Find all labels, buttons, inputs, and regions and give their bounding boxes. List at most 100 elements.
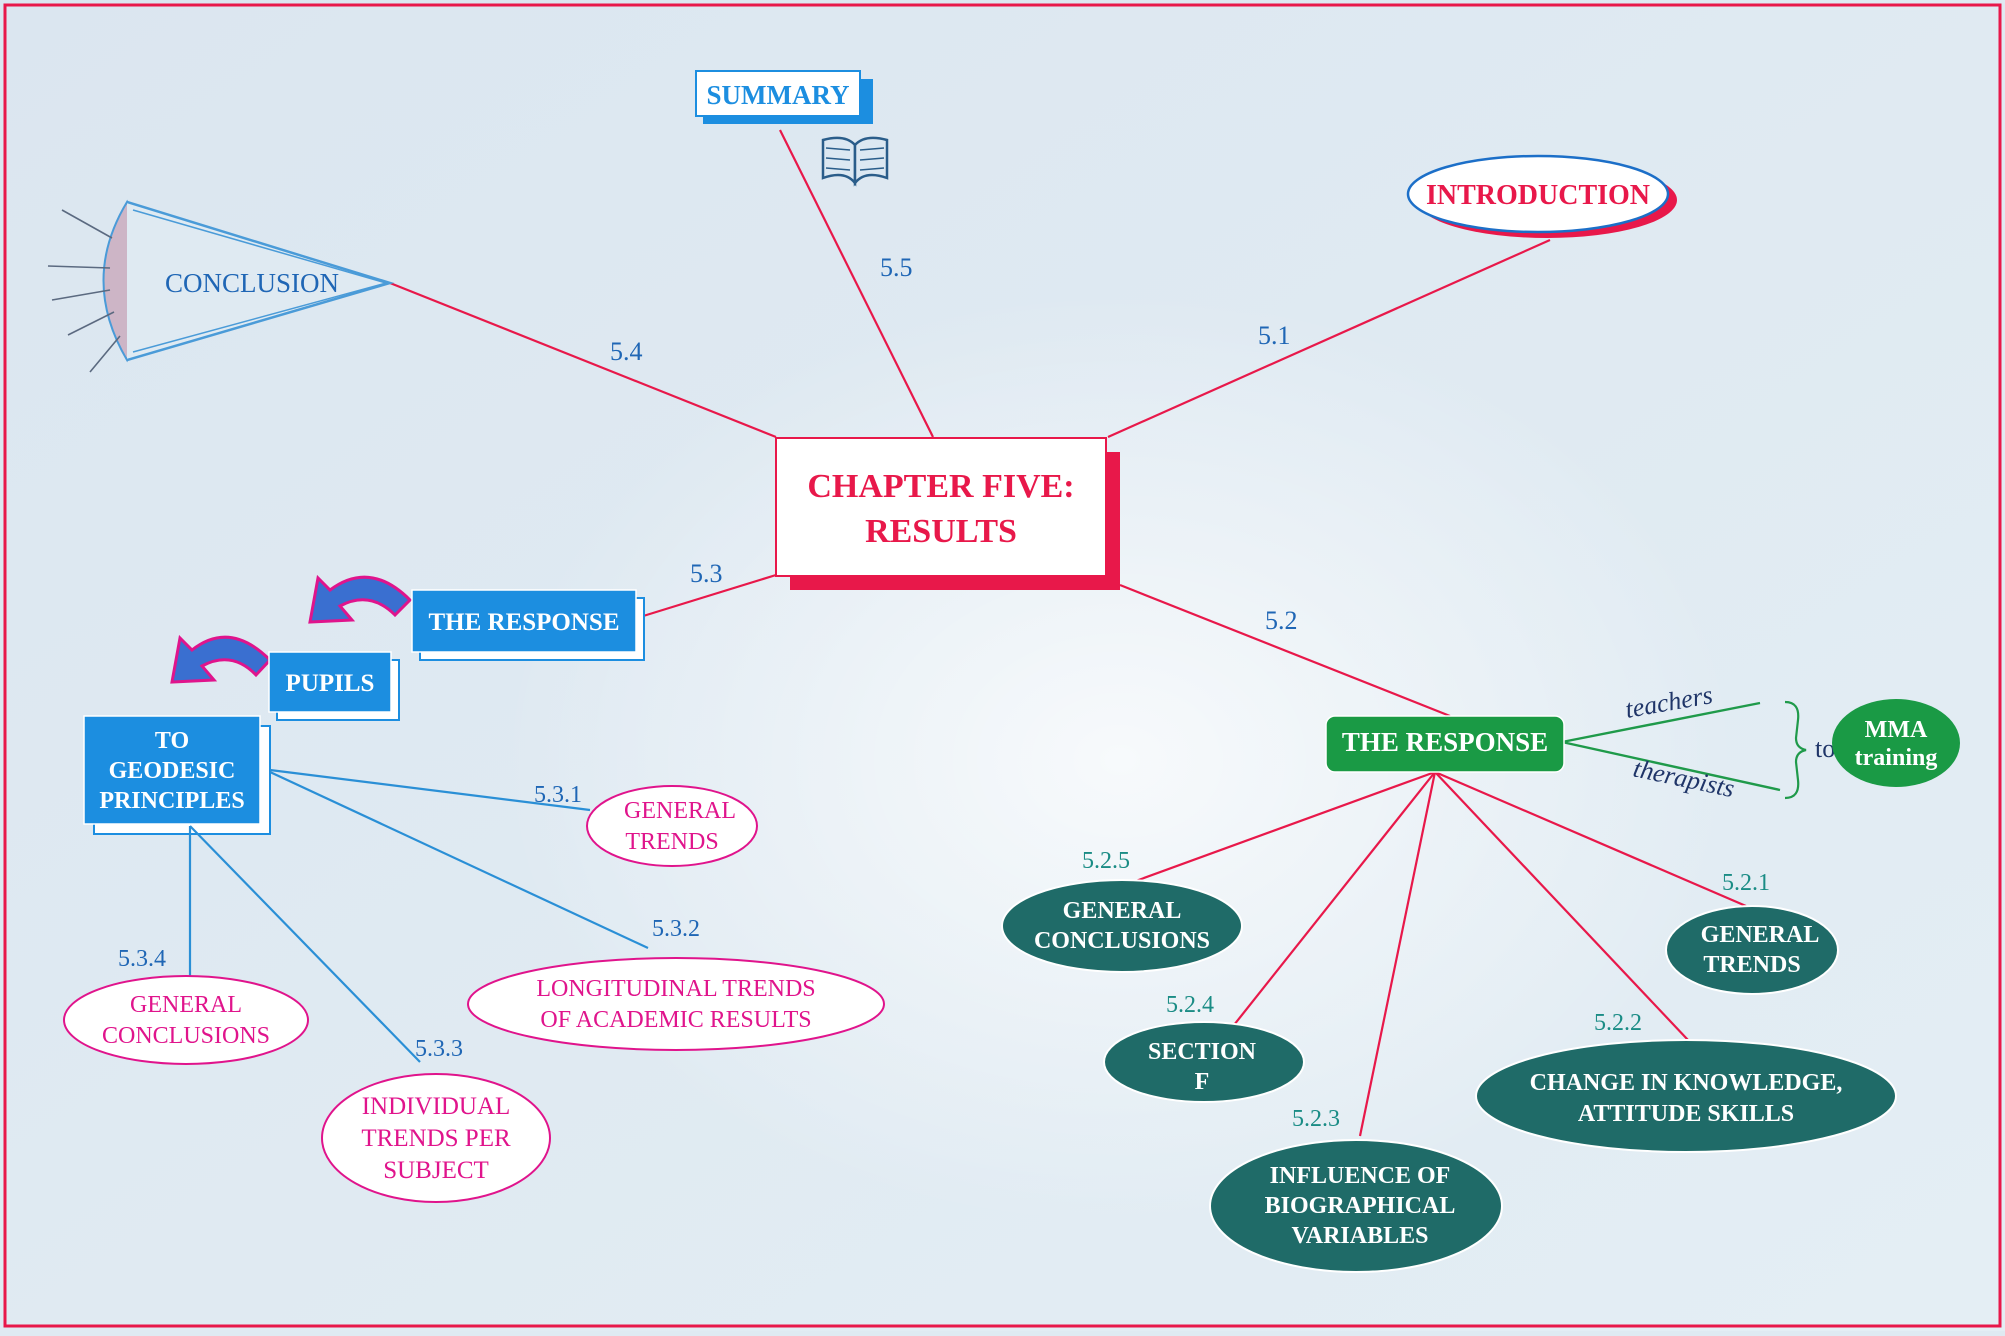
node-5-3-2-line1: LONGITUDINAL TRENDS [536, 976, 815, 1002]
edge-label-5-2: 5.2 [1265, 606, 1298, 635]
node-5-3-1-line2: TRENDS [625, 829, 718, 855]
node-5-2-2-line1: CHANGE IN KNOWLEDGE, [1530, 1070, 1843, 1096]
node-5-2-5-line2: CONCLUSIONS [1034, 928, 1210, 954]
connector-response-right [1119, 583, 1451, 718]
edge-label-5-3: 5.3 [690, 559, 723, 588]
node-5-3-4[interactable]: 5.3.4 GENERAL CONCLUSIONS [63, 946, 309, 1065]
node-5-3-3-line3: SUBJECT [383, 1157, 489, 1184]
node-5-2-5[interactable]: 5.2.5 GENERAL CONCLUSIONS [1001, 848, 1243, 973]
node-5-2-5-number: 5.2.5 [1082, 848, 1130, 874]
geodesic-line3: PRINCIPLES [99, 788, 244, 814]
node-5-2-1-number: 5.2.1 [1722, 870, 1770, 896]
response-right-connectors [1121, 770, 1747, 1137]
node-5-2-4-ellipse [1103, 1021, 1305, 1103]
lens-icon [47, 199, 395, 373]
response-right-label: THE RESPONSE [1342, 727, 1548, 757]
connector-5-3-3 [189, 825, 421, 1063]
node-5-3-2-number: 5.3.2 [652, 916, 700, 942]
pupils-label: PUPILS [286, 670, 375, 697]
geodesic-line2: GEODESIC [109, 758, 236, 784]
node-5-2-3[interactable]: 5.2.3 INFLUENCE OF BIOGRAPHICAL VARIABLE… [1209, 1106, 1503, 1273]
node-5-3-1-line1: GENERAL [624, 798, 736, 824]
geodesic-connectors [188, 768, 649, 1063]
node-5-3-1-number: 5.3.1 [534, 782, 582, 808]
center-node-box [775, 437, 1107, 577]
node-5-3-3[interactable]: 5.3.3 INDIVIDUAL TRENDS PER SUBJECT [321, 1036, 551, 1203]
node-5-2-3-number: 5.2.3 [1292, 1106, 1340, 1132]
curved-arrow-icon [308, 574, 413, 624]
response-left-label: THE RESPONSE [428, 609, 619, 636]
connector-5-2-4 [1229, 771, 1436, 1031]
connector-5-3-2 [269, 771, 649, 949]
node-5-2-3-line2: BIOGRAPHICAL [1265, 1193, 1456, 1219]
node-5-2-1-line2: TRENDS [1703, 952, 1800, 978]
node-5-2-2[interactable]: 5.2.2 CHANGE IN KNOWLEDGE, ATTITUDE SKIL… [1475, 1010, 1897, 1153]
node-5-3-4-number: 5.3.4 [118, 946, 166, 972]
node-5-3-1[interactable]: 5.3.1 GENERAL TRENDS [534, 782, 758, 867]
mma-ellipse [1832, 699, 1960, 787]
geodesic-node[interactable]: TO GEODESIC PRINCIPLES [83, 715, 271, 835]
node-5-2-3-ellipse [1209, 1139, 1503, 1273]
curved-arrow-icon [170, 634, 273, 684]
main-connectors [389, 129, 1551, 718]
introduction-label: INTRODUCTION [1426, 180, 1650, 211]
mma-training-node[interactable]: MMA training [1832, 699, 1960, 787]
node-5-3-4-line2: CONCLUSIONS [102, 1023, 270, 1049]
node-5-2-1[interactable]: 5.2.1 GENERAL TRENDS [1665, 870, 1839, 995]
pupils-node[interactable]: PUPILS [268, 651, 400, 721]
connector-5-2-5 [1121, 770, 1436, 888]
connector-5-2-1 [1434, 770, 1747, 908]
pupils-box [268, 651, 392, 713]
center-node[interactable]: CHAPTER FIVE: RESULTS [775, 437, 1120, 590]
edge-label-5-4: 5.4 [610, 337, 643, 366]
node-5-2-4-number: 5.2.4 [1166, 992, 1214, 1018]
node-5-2-1-ellipse [1665, 905, 1839, 995]
node-5-2-4-line2: F [1195, 1069, 1210, 1095]
node-5-2-2-number: 5.2.2 [1594, 1010, 1642, 1036]
node-5-2-3-line1: INFLUENCE OF [1270, 1163, 1451, 1189]
summary-box [695, 70, 861, 117]
response-right-box [1325, 715, 1565, 773]
node-5-3-1-ellipse [586, 785, 758, 867]
node-5-2-3-line3: VARIABLES [1292, 1223, 1429, 1249]
introduction-ellipse [1406, 154, 1670, 234]
summary-node[interactable]: SUMMARY [695, 70, 873, 124]
connector-teachers [1561, 701, 1761, 744]
node-5-2-4-line1: SECTION [1148, 1039, 1257, 1065]
node-5-2-4[interactable]: 5.2.4 SECTION F [1103, 992, 1305, 1103]
node-5-3-3-line1: INDIVIDUAL [362, 1093, 511, 1120]
edge-label-5-5: 5.5 [880, 253, 913, 282]
node-5-3-2[interactable]: 5.3.2 LONGITUDINAL TRENDS OF ACADEMIC RE… [467, 916, 885, 1051]
geodesic-line1: TO [155, 728, 189, 754]
connector-5-2-3 [1358, 771, 1437, 1137]
connector-conclusion [389, 281, 777, 439]
introduction-node[interactable]: INTRODUCTION [1406, 154, 1677, 238]
response-left-node[interactable]: THE RESPONSE [411, 589, 645, 661]
node-5-3-3-line2: TRENDS PER [361, 1125, 511, 1152]
node-5-2-1-line1: GENERAL [1701, 922, 1820, 948]
response-right-node[interactable]: THE RESPONSE [1325, 715, 1565, 773]
mma-connectors [1561, 701, 1781, 792]
node-5-3-2-ellipse [467, 957, 885, 1051]
connector-5-3-1 [269, 768, 591, 812]
summary-label: SUMMARY [706, 80, 849, 110]
mma-line2: training [1855, 745, 1938, 771]
node-5-3-2-line2: OF ACADEMIC RESULTS [540, 1007, 811, 1033]
node-5-3-4-line1: GENERAL [130, 992, 242, 1018]
center-title-line2: RESULTS [865, 513, 1017, 550]
center-title-line1: CHAPTER FIVE: [807, 468, 1074, 505]
connector-response-left [639, 573, 777, 619]
conclusion-node[interactable]: CONCLUSION [47, 199, 395, 373]
edge-label-5-1: 5.1 [1258, 321, 1291, 350]
node-5-3-4-ellipse [63, 975, 309, 1065]
geodesic-box [83, 715, 261, 825]
response-left-box [411, 589, 637, 653]
node-5-3-3-ellipse [321, 1073, 551, 1203]
book-icon [821, 136, 889, 187]
connector-introduction [1107, 238, 1551, 439]
mma-line1: MMA [1865, 717, 1928, 743]
page-frame [3, 3, 2002, 1328]
connector-therapists [1561, 740, 1781, 792]
